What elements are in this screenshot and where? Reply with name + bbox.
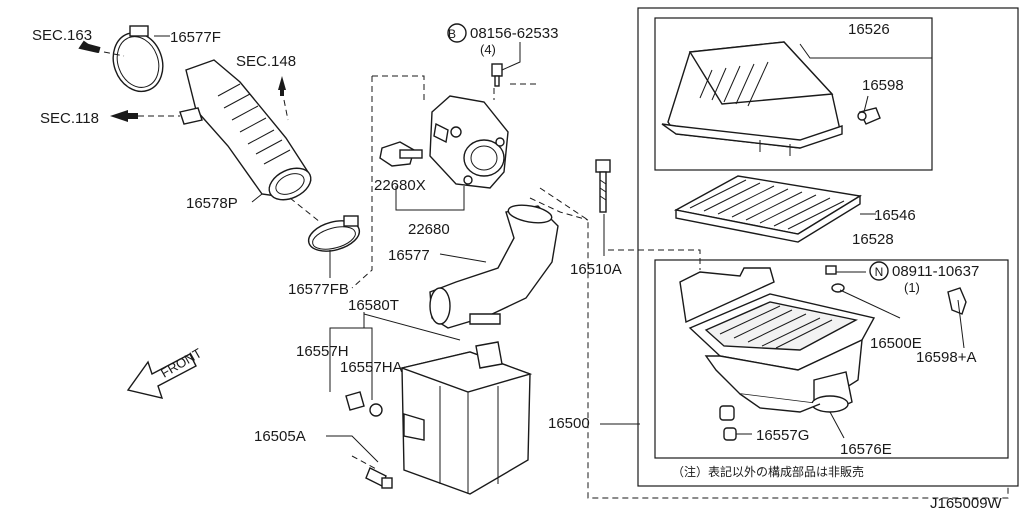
- label-bolt-qty: (4): [480, 42, 496, 57]
- label-16576E: 16576E: [840, 441, 892, 458]
- label-22680: 22680: [408, 221, 450, 238]
- lower-case-subframe: [654, 259, 1009, 459]
- label-16510A: 16510A: [570, 261, 622, 278]
- label-16577F: 16577F: [170, 29, 221, 46]
- label-16598: 16598: [862, 77, 904, 94]
- label-sec148: SEC.148: [236, 53, 296, 70]
- label-08911-10637: 08911-10637: [892, 263, 979, 280]
- upper-case-subframe: [654, 17, 933, 171]
- label-16505A: 16505A: [254, 428, 306, 445]
- sec148-arrow: [278, 76, 286, 90]
- label-bolt-circle: B: [448, 27, 456, 41]
- label-nut-circle: N: [875, 265, 884, 279]
- resonator-16580T: [399, 341, 533, 495]
- clip-16598: [857, 107, 881, 125]
- bolt-16510A: [595, 159, 611, 213]
- label-16557H: 16557H: [296, 343, 349, 360]
- clamp-16577F: [112, 25, 164, 93]
- label-16577: 16577: [388, 247, 430, 264]
- grommet-16557HA: [369, 403, 383, 417]
- label-16500: 16500: [548, 415, 590, 432]
- label-front: FRONT: [158, 345, 204, 380]
- label-16580T: 16580T: [348, 297, 399, 314]
- label-sec163: SEC.163: [32, 27, 92, 44]
- label-16526: 16526: [848, 21, 890, 38]
- label-16500E: 16500E: [870, 335, 922, 352]
- footnote-not-sold-separately: （注）表記以外の構成部品は非販売: [672, 464, 864, 479]
- grommet-16557H: [345, 391, 365, 411]
- sec118-arrow: [110, 110, 128, 122]
- grommet-16557G: [719, 405, 737, 441]
- label-16557G: 16557G: [756, 427, 809, 444]
- bolt-symbol-circle: [447, 23, 467, 43]
- label-08156-62533: 08156-62533: [470, 25, 558, 42]
- drawing-id: J165009W: [930, 495, 1003, 512]
- mass-air-flow-housing-22680: [429, 95, 509, 189]
- clamp-16577FB: [307, 215, 361, 252]
- air-cleaner-body-16528: [679, 267, 876, 413]
- label-16528: 16528: [852, 231, 894, 248]
- air-cleaner-cover-16526: [661, 41, 843, 156]
- filter-element-16546: [673, 175, 862, 243]
- label-16598A: 16598+A: [916, 349, 976, 366]
- label-16546: 16546: [874, 207, 916, 224]
- bolt-08156-62533: [491, 63, 503, 87]
- air-duct-16578P: [179, 59, 312, 201]
- label-16577FB: 16577FB: [288, 281, 349, 298]
- label-16557HA: 16557HA: [340, 359, 403, 376]
- air-cleaner-assembly-frame: [637, 7, 1019, 487]
- intake-duct-16577: [429, 204, 559, 329]
- label-sec118: SEC.118: [40, 110, 99, 127]
- label-22680X: 22680X: [374, 177, 426, 194]
- nut-symbol-circle: [869, 261, 889, 281]
- label-nut-qty: (1): [904, 280, 920, 295]
- front-direction-arrow: [126, 353, 197, 399]
- clip-16598-A: [947, 287, 967, 315]
- nut-08911-10637: [825, 265, 845, 293]
- sensor-22680X: [379, 141, 423, 167]
- bolt-16505A: [365, 467, 393, 489]
- label-16578P: 16578P: [186, 195, 238, 212]
